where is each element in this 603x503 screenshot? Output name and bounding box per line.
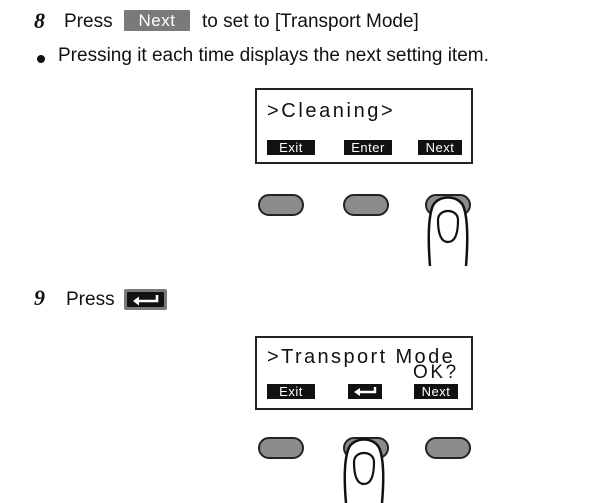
pressing-finger-icon xyxy=(343,438,385,503)
enter-hardware-button[interactable] xyxy=(343,194,389,216)
softkey-next: Next xyxy=(414,384,458,399)
instruction-press: Press xyxy=(66,289,115,310)
instruction-press: Press xyxy=(64,11,113,32)
next-key-badge: Next xyxy=(124,10,190,31)
pressing-finger-icon xyxy=(427,196,469,267)
enter-arrow-icon xyxy=(348,384,382,399)
instruction-text: to set to [Transport Mode] xyxy=(202,11,419,32)
enter-arrow-icon xyxy=(124,289,167,310)
lcd-display: >Cleaning> Exit Enter Next xyxy=(255,88,473,164)
bullet-text: Pressing it each time displays the next … xyxy=(58,45,489,66)
next-hardware-button[interactable] xyxy=(425,437,471,459)
softkey-exit: Exit xyxy=(267,384,315,399)
lcd-text: >Cleaning> xyxy=(267,100,396,122)
exit-hardware-button[interactable] xyxy=(258,437,304,459)
step-number: 8 xyxy=(34,8,45,33)
lcd-line1: >Transport Mode xyxy=(267,346,456,368)
lcd-line2: OK? xyxy=(413,362,459,383)
softkey-exit: Exit xyxy=(267,140,315,155)
softkey-next: Next xyxy=(418,140,462,155)
softkey-enter: Enter xyxy=(344,140,392,155)
bullet-icon xyxy=(37,55,45,63)
step-number: 9 xyxy=(34,285,45,310)
lcd-display: >Transport Mode OK? Exit Next xyxy=(255,336,473,410)
exit-hardware-button[interactable] xyxy=(258,194,304,216)
